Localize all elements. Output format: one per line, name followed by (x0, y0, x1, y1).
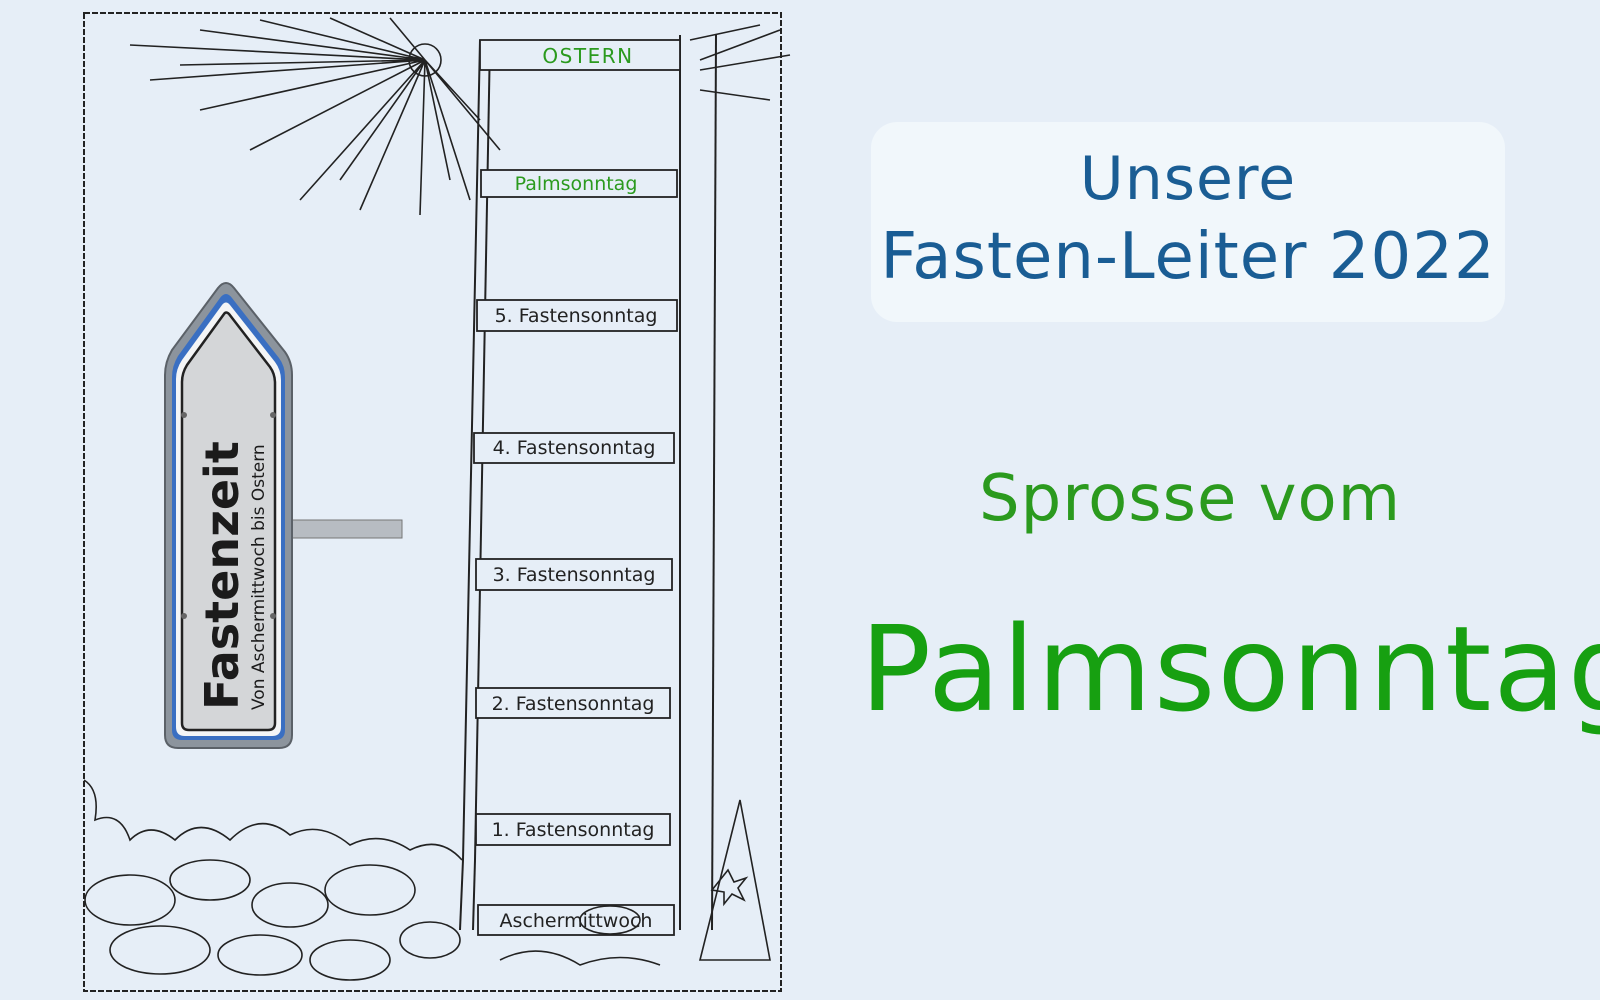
title-line-1: Unsere (1079, 144, 1297, 214)
road-sign: Fastenzeit Von Aschermittwoch bis Ostern (164, 282, 293, 749)
ladder-rung (475, 813, 671, 846)
ladder-rung-label: 5. Fastensonntag (495, 305, 658, 327)
sign-pole (289, 519, 403, 539)
current-week-name: Palmsonntag (860, 600, 1600, 738)
ladder-rung (475, 558, 673, 591)
sign-subtitle: Von Aschermittwoch bis Ostern (249, 444, 269, 710)
ladder-rung (475, 687, 671, 719)
ladder-rung-label: 4. Fastensonntag (493, 437, 656, 459)
ladder-rung-top-label: OSTERN (542, 44, 633, 68)
ladder-rung-top (479, 39, 681, 71)
rubble-drawing (83, 779, 771, 981)
picture-frame (83, 12, 782, 992)
ladder-rungs: Palmsonntag 5. Fastensonntag 4. Fastenso… (473, 169, 678, 936)
ladder-rung (473, 432, 675, 464)
ladder-rung (476, 299, 678, 332)
ladder-rung-label: 1. Fastensonntag (492, 819, 655, 841)
sign-title: Fastenzeit (195, 441, 249, 710)
ladder-rung-label: 2. Fastensonntag (492, 693, 655, 715)
sun-drawing (129, 17, 791, 216)
ladder-rung-label: Aschermittwoch (500, 910, 653, 932)
title-card: Unsere Fasten-Leiter 2022 (871, 122, 1505, 322)
rung-caption: Sprosse vom (978, 462, 1402, 536)
fasten-ladder-illustration: OSTERN Palmsonntag 5. Fastensonntag 4. F… (83, 12, 791, 992)
ladder-rung (480, 169, 678, 198)
title-line-2: Fasten-Leiter 2022 (880, 220, 1496, 294)
ladder-rung-label: Palmsonntag (515, 173, 638, 195)
ladder-rung-label: 3. Fastensonntag (493, 564, 656, 586)
ladder-rung (477, 904, 675, 936)
